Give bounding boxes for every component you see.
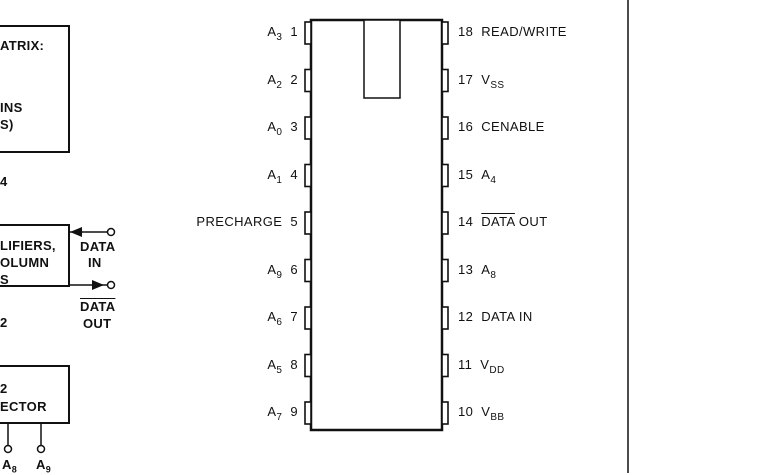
pin-11-stub	[441, 353, 449, 378]
pin-10-stub	[441, 401, 449, 425]
pin-15-stub	[441, 163, 449, 188]
pin-1-stub	[304, 21, 312, 45]
address-label-a8: A8	[2, 457, 18, 475]
pin-3-stub	[304, 116, 312, 140]
pin-8-stub	[304, 353, 312, 378]
pin-5-stub	[304, 211, 312, 235]
sense-amplifier-box	[0, 224, 70, 287]
data-in-terminal	[106, 227, 116, 237]
pin-14-stub	[441, 211, 449, 235]
label-2: 2	[0, 315, 8, 330]
pin-9-stub	[304, 401, 312, 425]
pin-18-stub	[441, 21, 449, 45]
memory-matrix-box	[0, 25, 70, 153]
right-pin-stubs	[441, 21, 449, 425]
pin-4-stub	[304, 163, 312, 188]
pin-13-stub	[441, 258, 449, 283]
pin-2-stub	[304, 68, 312, 93]
ic-notch	[363, 19, 401, 99]
pin-6-stub	[304, 258, 312, 283]
left-pin-stubs	[304, 21, 312, 425]
pin-17-stub	[441, 68, 449, 93]
address-label-a9: A9	[36, 457, 52, 475]
label-4: 4	[0, 174, 8, 189]
selector-box	[0, 365, 70, 424]
pin-7-stub	[304, 306, 312, 330]
pin-12-stub	[441, 306, 449, 330]
pin-16-stub	[441, 116, 449, 140]
data-out-terminal	[106, 280, 116, 290]
